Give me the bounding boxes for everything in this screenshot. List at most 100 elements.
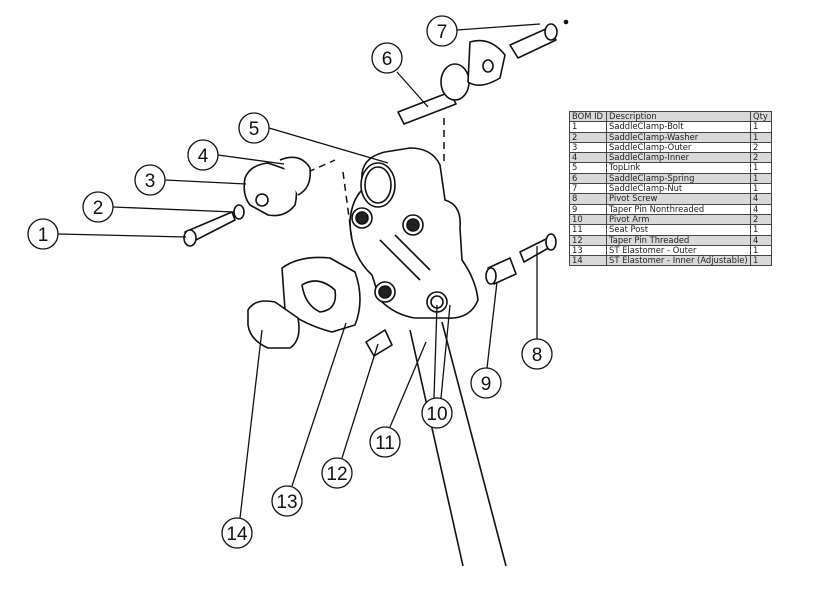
bom-cell-id: 13	[569, 244, 607, 257]
callout-12: 12	[321, 457, 353, 489]
taper-pin-nonthreaded	[485, 257, 517, 285]
callout-circle	[221, 517, 253, 549]
bom-cell-qty: 2	[750, 152, 772, 164]
callout-10: 10	[421, 397, 453, 429]
bom-cell-id: 3	[569, 141, 607, 154]
callout-6: 6	[371, 42, 403, 74]
callout-8: 8	[521, 338, 553, 370]
saddle-clamp-spring	[397, 39, 506, 125]
callout-number: 4	[198, 146, 209, 167]
bom-cell-qty: 2	[750, 213, 772, 226]
bom-cell-id: 1	[569, 121, 607, 133]
top-link	[349, 147, 479, 319]
bom-cell-qty: 4	[750, 234, 772, 246]
bom-cell-description: SaddleClamp-Washer	[606, 131, 751, 143]
callout-circle	[187, 139, 219, 171]
saddle-clamp-nut	[509, 19, 569, 59]
callout-number: 11	[375, 433, 395, 454]
bom-header-id: BOM ID	[569, 110, 607, 123]
bom-cell-description: SaddleClamp-Inner	[606, 152, 751, 164]
bom-cell-qty: 1	[750, 244, 772, 257]
bom-header-row: BOM ID Description Qty	[569, 110, 772, 123]
bom-cell-description: SaddleClamp-Outer	[606, 141, 751, 154]
callout-circle	[421, 397, 453, 429]
bom-cell-description: Taper Pin Nonthreaded	[606, 203, 751, 215]
callout-number: 10	[426, 404, 447, 425]
bom-cell-description: SaddleClamp-Bolt	[606, 121, 751, 133]
st-elastomer-outer	[281, 256, 361, 333]
callout-circle	[369, 426, 401, 458]
callout-number: 12	[326, 464, 347, 485]
bom-cell-qty: 1	[750, 131, 772, 143]
leader-lines	[57, 23, 541, 519]
bom-cell-qty: 1	[750, 121, 772, 133]
callout-14: 14	[221, 517, 253, 549]
seat-post	[409, 321, 507, 567]
bom-cell-id: 9	[569, 203, 607, 215]
callout-circle	[134, 164, 166, 196]
bom-cell-description: TopLink	[606, 162, 751, 174]
callout-number: 9	[481, 374, 492, 395]
bom-cell-id: 14	[569, 255, 607, 267]
pivot-screw	[519, 233, 557, 263]
callout-number: 6	[382, 49, 393, 70]
callout-3: 3	[134, 164, 166, 196]
bom-cell-id: 10	[569, 213, 607, 226]
bom-cell-description: Pivot Arm	[606, 213, 751, 226]
callout-7: 7	[426, 15, 458, 47]
taper-pin-threaded	[365, 329, 393, 357]
callout-circle	[82, 191, 114, 223]
bom-cell-qty: 1	[750, 255, 772, 267]
bom-cell-id: 5	[569, 162, 607, 174]
callout-number: 2	[93, 198, 104, 219]
callout-5: 5	[238, 112, 270, 144]
callout-13: 13	[271, 485, 303, 517]
bom-cell-qty: 4	[750, 193, 772, 205]
saddle-clamp-outer	[243, 156, 312, 217]
callout-number: 14	[226, 524, 248, 545]
bom-cell-qty: 4	[750, 203, 772, 215]
callout-circle	[238, 112, 270, 144]
bom-cell-id: 4	[569, 152, 607, 164]
bom-cell-qty: 1	[750, 183, 772, 195]
callout-number: 8	[532, 345, 543, 366]
callout-circle	[271, 485, 303, 517]
bom-cell-id: 7	[569, 183, 607, 195]
callout-1: 1	[27, 218, 59, 250]
callout-number: 5	[249, 119, 260, 140]
bom-cell-description: ST Elastomer - Outer	[606, 244, 751, 257]
callout-9: 9	[470, 367, 502, 399]
bom-header-description: Description	[606, 110, 751, 123]
callout-11: 11	[369, 426, 401, 458]
bom-cell-description: Seat Post	[606, 224, 751, 236]
bom-cell-qty: 1	[750, 172, 772, 185]
bom-cell-id: 2	[569, 131, 607, 143]
callout-circle	[521, 338, 553, 370]
bom-cell-qty: 1	[750, 224, 772, 236]
bom-cell-id: 12	[569, 234, 607, 246]
bom-cell-description: SaddleClamp-Spring	[606, 172, 751, 185]
bom-cell-id: 6	[569, 172, 607, 185]
callout-2: 2	[82, 191, 114, 223]
bom-cell-description: Taper Pin Threaded	[606, 234, 751, 246]
callout-circle	[371, 42, 403, 74]
bom-cell-qty: 1	[750, 162, 772, 174]
callout-number: 1	[38, 225, 49, 246]
callout-circle	[470, 367, 502, 399]
bom-header-qty: Qty	[750, 110, 772, 123]
bom-cell-id: 11	[569, 224, 607, 236]
